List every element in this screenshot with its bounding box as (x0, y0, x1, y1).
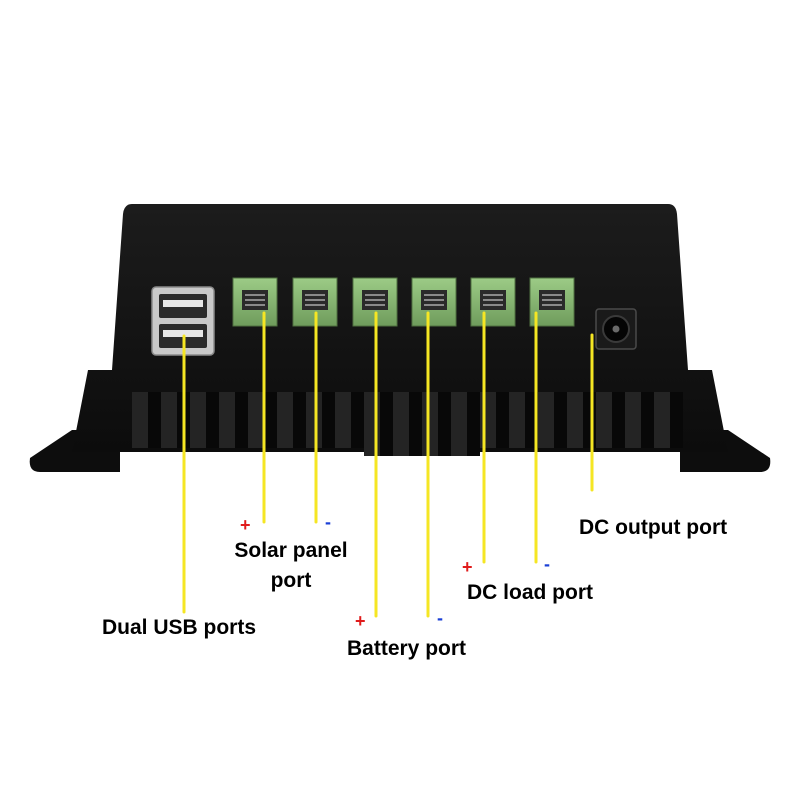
heat-sink-gap (641, 392, 654, 448)
heat-sink-gap (148, 392, 161, 448)
dc-output-jack (595, 308, 637, 350)
heat-sink-fin (567, 392, 583, 448)
heat-sink-fin (625, 392, 641, 448)
heat-sink-fin (277, 392, 293, 448)
heat-sink-fin (161, 392, 177, 448)
heat-sink-fin (596, 392, 612, 448)
heat-sink-fin (538, 392, 554, 448)
heat-sink-fin (335, 392, 351, 448)
heat-sink-fin (248, 392, 264, 448)
label-dc-load-port: DC load port (467, 581, 593, 604)
label-solar-line-2: port (270, 569, 312, 592)
heat-sink-gap (467, 392, 480, 456)
heat-sink-fins (132, 392, 683, 456)
label-dc-output-port: DC output port (579, 516, 728, 539)
heat-sink-gap (409, 392, 422, 456)
label-solar-line-1: Solar panel (234, 539, 348, 562)
heat-sink-gap (293, 392, 306, 448)
minus-sign-battery: - (437, 608, 443, 628)
label-battery-port: Battery port (347, 637, 467, 660)
minus-sign-load: - (544, 554, 550, 574)
heat-sink-gap (670, 392, 683, 448)
heat-sink-gap (264, 392, 277, 448)
heat-sink-gap (496, 392, 509, 448)
screw-terminal (470, 277, 516, 327)
heat-sink-fin (190, 392, 206, 448)
heat-sink-fin (480, 392, 496, 448)
minus-sign-solar: - (325, 512, 331, 532)
heat-sink-gap (235, 392, 248, 448)
heat-sink-fin (509, 392, 525, 448)
screw-terminal (232, 277, 278, 327)
leader-lines (182, 311, 594, 618)
label-solar-panel-port: Solar panel port (222, 540, 360, 591)
heat-sink-gap (583, 392, 596, 448)
heat-sink-fin (364, 392, 380, 456)
heat-sink-gap (206, 392, 219, 448)
label-dual-usb-ports: Dual USB ports (102, 616, 257, 639)
heat-sink-fin (132, 392, 148, 448)
heat-sink-fin (219, 392, 235, 448)
plus-sign-solar: + (240, 515, 251, 535)
heat-sink-gap (351, 392, 364, 448)
heat-sink-gap (554, 392, 567, 448)
heat-sink-fin (393, 392, 409, 456)
controller-housing (72, 204, 728, 452)
screw-terminal (411, 277, 457, 327)
heat-sink-fin (654, 392, 670, 448)
heat-sink-gap (380, 392, 393, 456)
heat-sink-gap (438, 392, 451, 456)
plus-sign-load: + (462, 557, 473, 577)
heat-sink-gap (612, 392, 625, 448)
heat-sink-fin (306, 392, 322, 448)
heat-sink-fin (422, 392, 438, 456)
heat-sink-gap (322, 392, 335, 448)
plus-sign-battery: + (355, 611, 366, 631)
heat-sink-fin (451, 392, 467, 456)
